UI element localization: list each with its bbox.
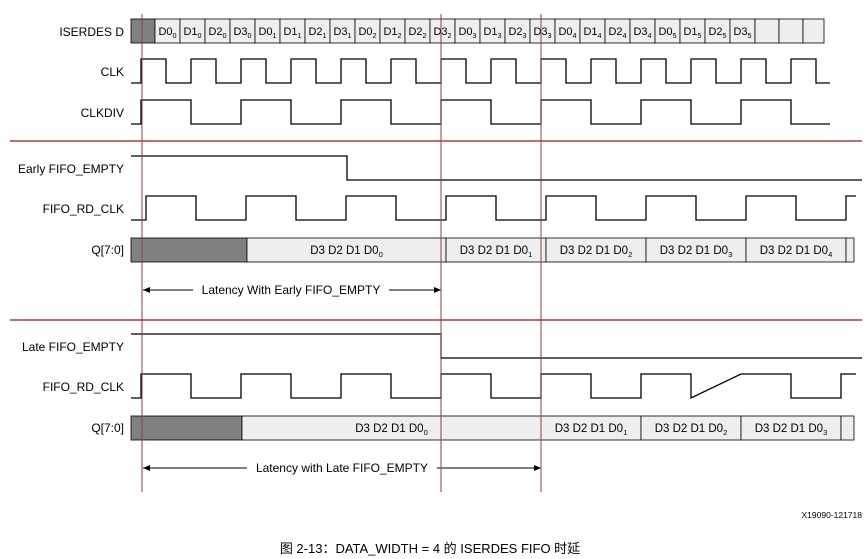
bus-cell xyxy=(254,18,281,44)
bus-cell xyxy=(504,18,531,44)
label-clkdiv: CLKDIV xyxy=(81,106,124,120)
fifo-rd-clk-waveform xyxy=(131,195,856,221)
bus-cell-label: D03 xyxy=(458,26,476,40)
bus-cell-label: D10 xyxy=(183,26,201,40)
bus-cell xyxy=(840,415,855,441)
bus-cell-label: D13 xyxy=(483,26,501,40)
bus-cell-label: D24 xyxy=(608,26,626,40)
bus-cell-label: D34 xyxy=(633,26,651,40)
clkdiv-waveform xyxy=(131,99,830,125)
bus-cell-label: D05 xyxy=(658,26,676,40)
latency-early-arrow: Latency With Early FIFO_EMPTY xyxy=(143,283,441,297)
early-fifo-empty-waveform xyxy=(131,155,862,181)
bus-cell xyxy=(246,237,447,263)
bus-cell-label: D02 xyxy=(358,26,376,40)
bus-shaded-segment xyxy=(130,237,248,263)
bus-cell xyxy=(454,18,481,44)
bus-cell-label: D14 xyxy=(583,26,601,40)
clk-waveform xyxy=(131,58,830,84)
bus-cell-label: D31 xyxy=(333,26,351,40)
bus-cell xyxy=(745,237,847,263)
label-clk: CLK xyxy=(101,65,124,79)
bus-cell-label: D30 xyxy=(233,26,251,40)
bus-cell xyxy=(379,18,406,44)
bus-cell-label: D20 xyxy=(208,26,226,40)
bus-cell-label: D33 xyxy=(533,26,551,40)
bus-shaded-segment xyxy=(130,18,156,44)
bus-shaded-segment xyxy=(130,415,243,441)
label-late-fifo-empty: Late FIFO_EMPTY xyxy=(22,340,124,354)
bus-cell-label: D3 D2 D1 D03 xyxy=(660,245,733,259)
bus-cell xyxy=(778,18,804,44)
bus-cell xyxy=(445,237,547,263)
bus-cell-label: D15 xyxy=(683,26,701,40)
bus-cell xyxy=(729,18,756,44)
bus-cell-label: D04 xyxy=(558,26,576,40)
bus-cell xyxy=(704,18,731,44)
bus-cell xyxy=(802,18,825,44)
bus-cell-label: D3 D2 D1 D02 xyxy=(560,245,633,259)
bus-cell-label: D3 D2 D1 D02 xyxy=(655,423,728,437)
bus-cell xyxy=(645,237,747,263)
figure-caption: 图 2-13：DATA_WIDTH = 4 的 ISERDES FIFO 时延 xyxy=(280,541,580,556)
bus-cell xyxy=(429,18,456,44)
bus-cell-label: D3 D2 D1 D01 xyxy=(460,245,533,259)
bus-cell-label: D3 D2 D1 D00 xyxy=(310,245,383,259)
bus-cell xyxy=(479,18,506,44)
bus-cell xyxy=(579,18,606,44)
fifo-rd-clk-waveform xyxy=(131,373,856,400)
bus-cell-label: D3 D2 D1 D00 xyxy=(355,423,428,437)
bus-cell xyxy=(740,415,842,441)
iserdes-d-bus: D00 D10 D20 D30 D01 D11 D21 D31 D02 D12 D22 D32 D03 D… xyxy=(130,18,825,44)
bus-cell xyxy=(554,18,581,44)
bus-cell xyxy=(754,18,780,44)
bus-cell-label: D21 xyxy=(308,26,326,40)
bus-cell-label: D3 D2 D1 D03 xyxy=(755,423,828,437)
bus-cell xyxy=(845,237,855,263)
bus-cell xyxy=(304,18,331,44)
bus-cell xyxy=(279,18,306,44)
label-q-bus: Q[7:0] xyxy=(91,243,124,257)
label-early-fifo-empty: Early FIFO_EMPTY xyxy=(18,162,124,176)
bus-cell xyxy=(545,237,647,263)
bus-cell xyxy=(329,18,356,44)
bus-cell-label: D00 xyxy=(158,26,176,40)
bus-cell-label: D3 D2 D1 D01 xyxy=(555,423,628,437)
bus-cell xyxy=(629,18,656,44)
bus-cell xyxy=(241,415,542,441)
figure-id: X19090-121718 xyxy=(801,510,862,520)
bus-cell xyxy=(654,18,681,44)
bus-cell xyxy=(179,18,206,44)
q-early-bus: D3 D2 D1 D00 D3 D2 D1 D01 D3 D2 D1 D02 D3 D… xyxy=(130,237,855,263)
bus-cell-label: D11 xyxy=(283,26,301,40)
late-fifo-empty-waveform xyxy=(131,333,862,359)
bus-cell xyxy=(540,415,642,441)
label-iserdes-d: ISERDES D xyxy=(59,25,124,39)
latency-late-label: Latency with Late FIFO_EMPTY xyxy=(256,461,428,475)
label-fifo-rd-clk: FIFO_RD_CLK xyxy=(43,380,124,394)
latency-early-label: Latency With Early FIFO_EMPTY xyxy=(202,283,381,297)
bus-cell-label: D12 xyxy=(383,26,401,40)
bus-cell-label: D01 xyxy=(258,26,276,40)
label-fifo-rd-clk: FIFO_RD_CLK xyxy=(43,202,124,216)
bus-cell-label: D22 xyxy=(408,26,426,40)
bus-cell-label: D32 xyxy=(433,26,451,40)
latency-late-arrow: Latency with Late FIFO_EMPTY xyxy=(143,461,541,475)
bus-cell-label: D25 xyxy=(708,26,726,40)
q-late-bus: D3 D2 D1 D00 D3 D2 D1 D01 D3 D2 D1 D02 D3 D… xyxy=(130,415,855,441)
bus-cell-label: D23 xyxy=(508,26,526,40)
bus-cell-label: D35 xyxy=(733,26,751,40)
label-q-bus: Q[7:0] xyxy=(91,421,124,435)
bus-cell-label: D3 D2 D1 D04 xyxy=(760,245,833,259)
